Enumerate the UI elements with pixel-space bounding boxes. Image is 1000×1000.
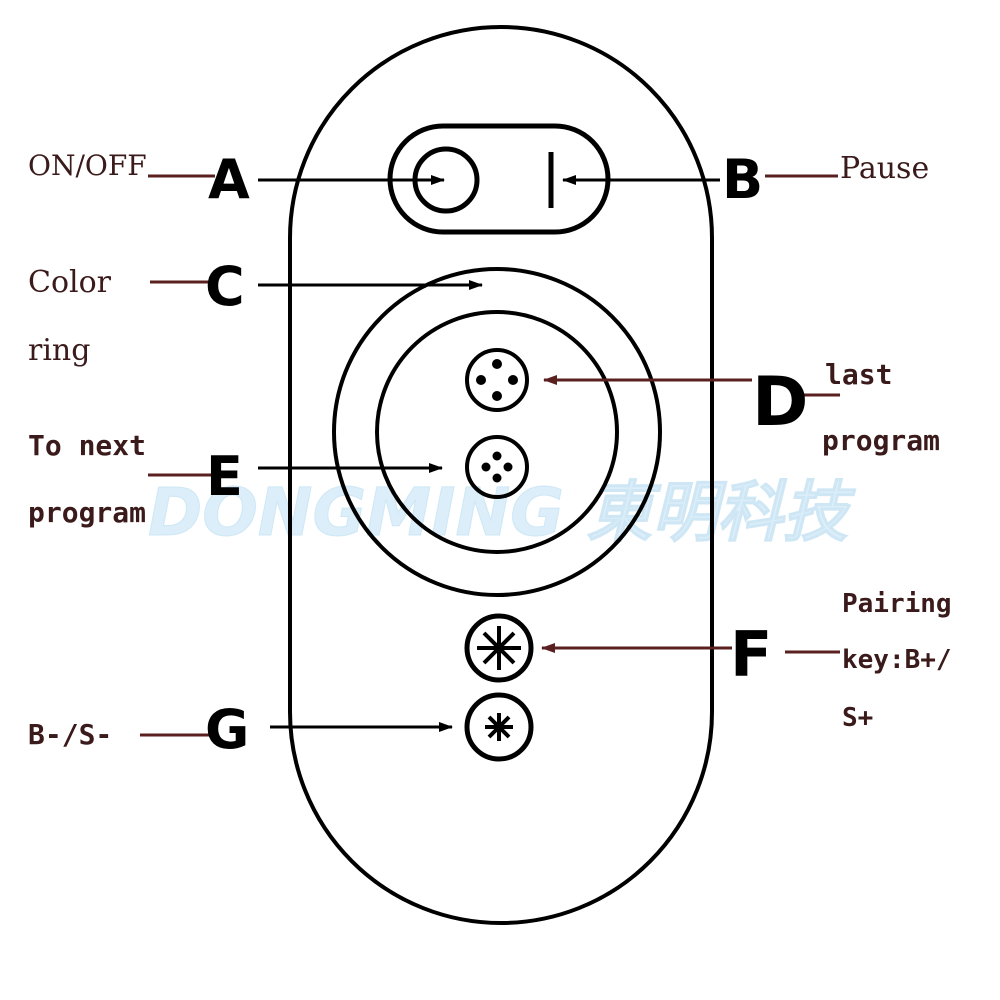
label-next-line2: program: [28, 496, 146, 529]
remote-body-outline: [288, 25, 714, 925]
label-pairing-line2: key:B+/: [842, 645, 952, 675]
next-program-button[interactable]: [465, 435, 529, 499]
label-on-off: ON/OFF: [28, 149, 147, 182]
brightness-down-button[interactable]: [464, 692, 534, 762]
label-color-line1: Color: [28, 265, 112, 300]
pairing-brightness-up-button[interactable]: [464, 613, 534, 683]
letter-b: B: [722, 148, 763, 211]
color-ring-inner: [375, 310, 619, 554]
label-next-line1: To next: [28, 429, 146, 462]
label-last-line1: last: [825, 358, 892, 391]
label-last-line2: program: [822, 424, 940, 457]
label-pairing-line3: S+: [842, 703, 873, 733]
label-pause: Pause: [840, 151, 929, 186]
letter-e: E: [206, 445, 243, 508]
letter-a: A: [208, 148, 250, 211]
letter-c: C: [205, 255, 245, 318]
color-ring-outer[interactable]: [332, 267, 662, 597]
last-program-button[interactable]: [465, 348, 529, 412]
letter-g: G: [205, 698, 249, 761]
label-b-minus: B-/S-: [28, 718, 112, 751]
letter-f: F: [730, 618, 772, 691]
label-color-line2: ring: [28, 333, 90, 368]
label-pairing-line1: Pairing: [842, 589, 952, 619]
watermark-text: DONGMING 東明科技: [148, 474, 856, 551]
letter-d: D: [752, 363, 808, 442]
